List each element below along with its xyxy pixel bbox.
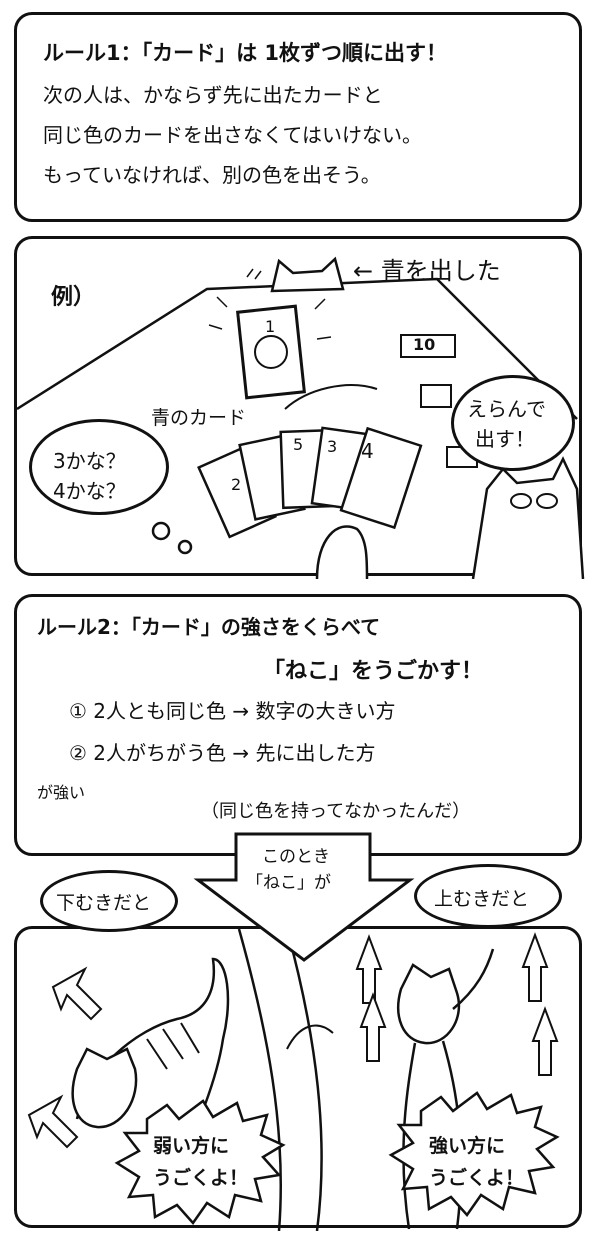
cats-panel: 弱い方に うごくよ！ 強い方に うごくよ！ [14,926,582,1231]
left-direction-bubble [40,870,178,932]
paren-note: （同じ色を持ってなかったんだ） [201,801,471,822]
thought-line-1: 3かな？ [53,449,126,473]
card-number-2: 2 [231,475,242,494]
card-number-4: 4 [361,439,374,463]
rule1-panel: ルール1：「カード」は 1枚ずつ順に出す！ 次の人は、かならず先に出たカードと … [14,12,582,222]
blue-card-label: 青のカード [151,407,247,429]
played-note: ← 青を出した [353,257,501,285]
arrow-text-line-1: このとき [262,847,330,867]
thought-bubble [29,419,169,515]
rule1-line-2: 同じ色のカードを出さなくてはいけない。 [43,123,422,147]
example-illustration [17,256,585,579]
left-direction-text: 下むきだと [56,892,152,914]
right-burst-line-2: うごくよ！ [429,1167,525,1189]
left-burst-line-2: うごくよ！ [153,1167,249,1189]
table-card-number: 10 [413,335,436,354]
example-label: 例） [51,285,96,310]
right-direction-text: 上むきだと [434,888,530,910]
rule2-item-2: ② 2人がちがう色 → 先に出した方 [69,741,376,765]
rule2-panel: ルール2：「カード」の強さをくらべて 「ねこ」をうごかす！ ① 2人とも同じ色 … [14,594,582,856]
example-panel: 例） ← 青を出した 10 1 5 2 3 4 青のカード 3かな？ 4かな？ … [14,236,585,579]
right-direction-bubble [414,864,562,928]
rule2-title-line2: 「ねこ」をうごかす！ [263,659,484,684]
rule2-title-line1: ルール2：「カード」の強さをくらべて [37,615,381,639]
speech-line-1: えらんで [467,397,546,421]
arrow-text-line-2: 「ねこ」が [246,873,331,893]
cats-illustration [27,929,560,1231]
rule2-item-1: ① 2人とも同じ色 → 数字の大きい方 [69,699,396,723]
played-card [208,296,332,400]
hand-cards [197,426,423,539]
speech-line-2: 出す！ [475,427,535,451]
rule1-title: ルール1：「カード」は 1枚ずつ順に出す！ [43,41,448,65]
card-number-5: 5 [293,435,304,454]
left-burst-line-1: 弱い方に [153,1135,230,1157]
strong-note: が強い [37,783,86,802]
thought-line-2: 4かな？ [53,479,126,503]
rule1-line-1: 次の人は、かならず先に出たカードと [43,83,383,107]
card-number-3: 3 [327,437,338,456]
rule1-line-3: もっていなければ、別の色を出そう。 [43,163,381,187]
speech-bubble [451,375,575,471]
right-burst-line-1: 強い方に [429,1135,506,1157]
card-number-1: 1 [265,317,276,336]
